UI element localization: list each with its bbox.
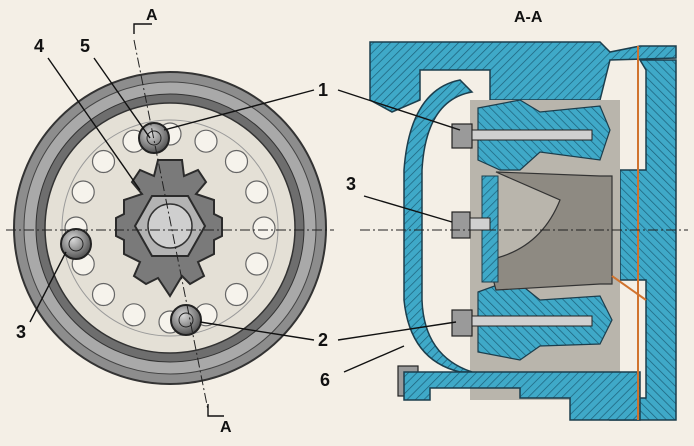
section-arrow-bottom: [207, 404, 224, 417]
section-arrow-top: [133, 23, 152, 34]
section-line: [133, 39, 209, 411]
leader-1-right: [337, 89, 461, 131]
ring-hole: [91, 149, 116, 174]
section-mark-top: A: [146, 7, 158, 24]
section-view: A-A: [360, 9, 688, 421]
ring-hole: [224, 149, 249, 174]
housing-bottom: [403, 371, 641, 421]
ring-hole: [245, 180, 269, 204]
bolt-2: [170, 304, 202, 336]
ring-hole: [91, 282, 116, 307]
bolt-upper: [451, 123, 593, 149]
center-bolt: [147, 203, 193, 249]
leader-1-left: [163, 89, 315, 131]
screw-middle: [451, 211, 491, 239]
leader-6: [343, 345, 405, 373]
bolt-lower: [451, 309, 593, 337]
screw-3-head: [68, 236, 84, 252]
hub-cone: [487, 171, 613, 291]
ring-hole: [245, 252, 269, 276]
ring-hole: [224, 282, 249, 307]
front-view: A A: [6, 7, 334, 436]
housing-right: [609, 59, 677, 421]
callout-5: 5: [80, 36, 90, 56]
leader-3-left: [29, 251, 67, 323]
bolt-1-head: [146, 130, 162, 146]
callout-1: 1: [318, 80, 328, 100]
callout-3-left: 3: [16, 322, 26, 342]
central-hub: [115, 159, 223, 298]
ring-hole: [194, 129, 218, 153]
ring-hole: [71, 180, 95, 204]
leader-3-right: [363, 195, 453, 223]
section-title: A-A: [514, 9, 543, 26]
bolt-1: [138, 122, 170, 154]
ring-hole: [122, 303, 146, 327]
callout-2: 2: [318, 330, 328, 350]
callout-3-right: 3: [346, 174, 356, 194]
inner-ring: [61, 119, 279, 337]
bolt-2-head: [178, 312, 194, 328]
screw-3: [60, 228, 92, 260]
section-mark-bottom: A: [220, 419, 232, 436]
callout-6: 6: [320, 370, 330, 390]
oil-passage: [611, 275, 647, 301]
leader-4: [47, 57, 141, 191]
leader-2-right: [337, 321, 457, 341]
leader-5: [93, 57, 151, 139]
callouts: 1 2 3 3 4 5 6: [16, 36, 461, 390]
callout-4: 4: [34, 36, 44, 56]
ring-hole: [252, 216, 276, 240]
leader-2-left: [199, 321, 315, 341]
